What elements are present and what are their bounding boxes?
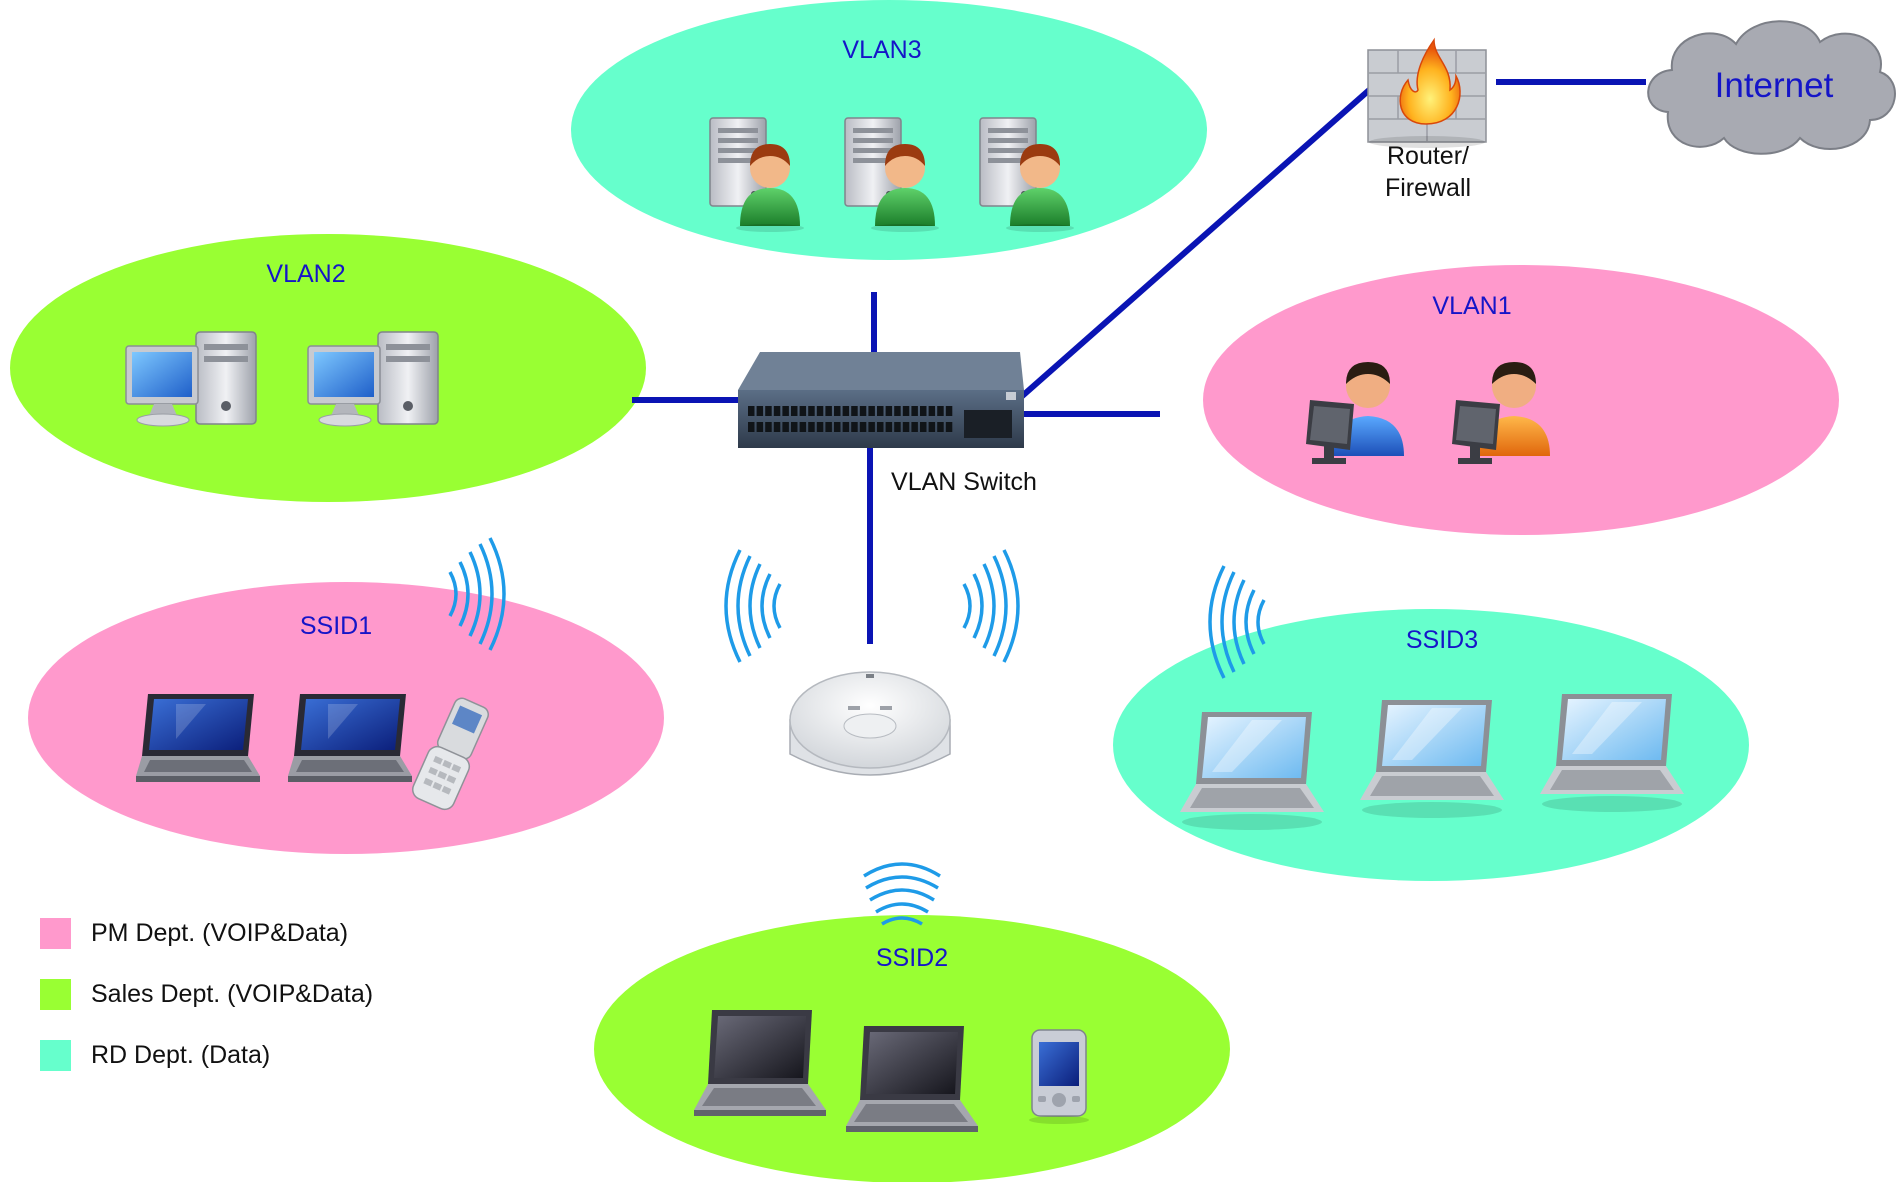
switch-port [834, 422, 841, 432]
switch-port [748, 406, 755, 416]
laptop-icon[interactable] [136, 694, 260, 782]
switch-port [842, 406, 850, 416]
switch-port [868, 406, 875, 416]
legend-item-pm: PM Dept. (VOIP&Data) [40, 918, 373, 949]
switch-port [773, 422, 781, 432]
switch-port [894, 422, 901, 432]
switch-port [791, 406, 798, 416]
zone-label-vlan3: VLAN3 [842, 36, 922, 64]
switch-port [911, 422, 918, 432]
switch-port [894, 406, 901, 416]
switch-port [851, 406, 858, 416]
zone-label-vlan1: VLAN1 [1432, 292, 1512, 320]
link-switch-router [1018, 81, 1378, 401]
wifi-signal-icon [962, 548, 1020, 664]
router-label-line1: Router/ [1387, 142, 1469, 170]
legend-swatch [40, 918, 71, 949]
switch-port [859, 406, 867, 416]
switch-port [765, 422, 772, 432]
legend: PM Dept. (VOIP&Data) Sales Dept. (VOIP&D… [40, 918, 373, 1101]
switch-port [937, 422, 944, 432]
router-firewall-icon[interactable] [1367, 37, 1487, 148]
switch-port [937, 406, 944, 416]
switch-port [885, 422, 893, 432]
switch-port [885, 406, 893, 416]
switch-port [859, 422, 867, 432]
switch-port [808, 406, 815, 416]
legend-swatch [40, 979, 71, 1010]
switch-port [920, 422, 927, 432]
laptop-icon[interactable] [694, 1010, 826, 1116]
vlan-switch-icon[interactable] [738, 352, 1024, 448]
switch-port [834, 406, 841, 416]
cellphone-icon[interactable] [410, 694, 495, 812]
legend-swatch [40, 1040, 71, 1071]
zone-label-ssid2: SSID2 [875, 944, 949, 972]
switch-port [765, 406, 772, 416]
switch-port [851, 422, 858, 432]
switch-port [928, 422, 936, 432]
laptop-icon[interactable] [846, 1026, 978, 1132]
pda-icon[interactable] [1029, 1029, 1089, 1124]
router-label-line2: Firewall [1384, 174, 1472, 202]
zone-label-ssid1: SSID1 [299, 612, 373, 640]
legend-item-rd: RD Dept. (Data) [40, 1040, 373, 1071]
wifi-signal-icon [724, 548, 782, 664]
zone-label-vlan2: VLAN2 [266, 260, 346, 288]
switch-port [748, 422, 755, 432]
switch-port [902, 406, 910, 416]
switch-port [816, 406, 824, 416]
wifi-signal-icon [862, 862, 942, 926]
switch-port [782, 422, 789, 432]
switch-port [756, 406, 764, 416]
switch-port [816, 422, 824, 432]
internet-label: Internet [1714, 66, 1834, 105]
switch-port [756, 422, 764, 432]
laptop-icon[interactable] [288, 694, 412, 782]
switch-port [902, 422, 910, 432]
zone-label-ssid3: SSID3 [1405, 626, 1479, 654]
switch-port [799, 406, 807, 416]
switch-label: VLAN Switch [891, 468, 1037, 496]
switch-port [842, 422, 850, 432]
switch-port [808, 422, 815, 432]
access-point-icon[interactable] [789, 671, 951, 776]
switch-port [877, 422, 884, 432]
router-label: Router/ Firewall [1385, 140, 1471, 204]
switch-port [868, 422, 875, 432]
switch-port [825, 422, 832, 432]
legend-label: PM Dept. (VOIP&Data) [91, 919, 349, 947]
legend-label: Sales Dept. (VOIP&Data) [91, 980, 374, 1008]
legend-label: RD Dept. (Data) [91, 1041, 271, 1069]
switch-port [911, 406, 918, 416]
switch-port [920, 406, 927, 416]
switch-port [773, 406, 781, 416]
switch-port [877, 406, 884, 416]
switch-port [782, 406, 789, 416]
switch-port [791, 422, 798, 432]
switch-port [928, 406, 936, 416]
switch-port [945, 422, 953, 432]
internet-cloud-icon[interactable] [1647, 20, 1896, 155]
switch-port [825, 406, 832, 416]
legend-item-sales: Sales Dept. (VOIP&Data) [40, 979, 373, 1010]
switch-port [799, 422, 807, 432]
switch-port [945, 406, 953, 416]
